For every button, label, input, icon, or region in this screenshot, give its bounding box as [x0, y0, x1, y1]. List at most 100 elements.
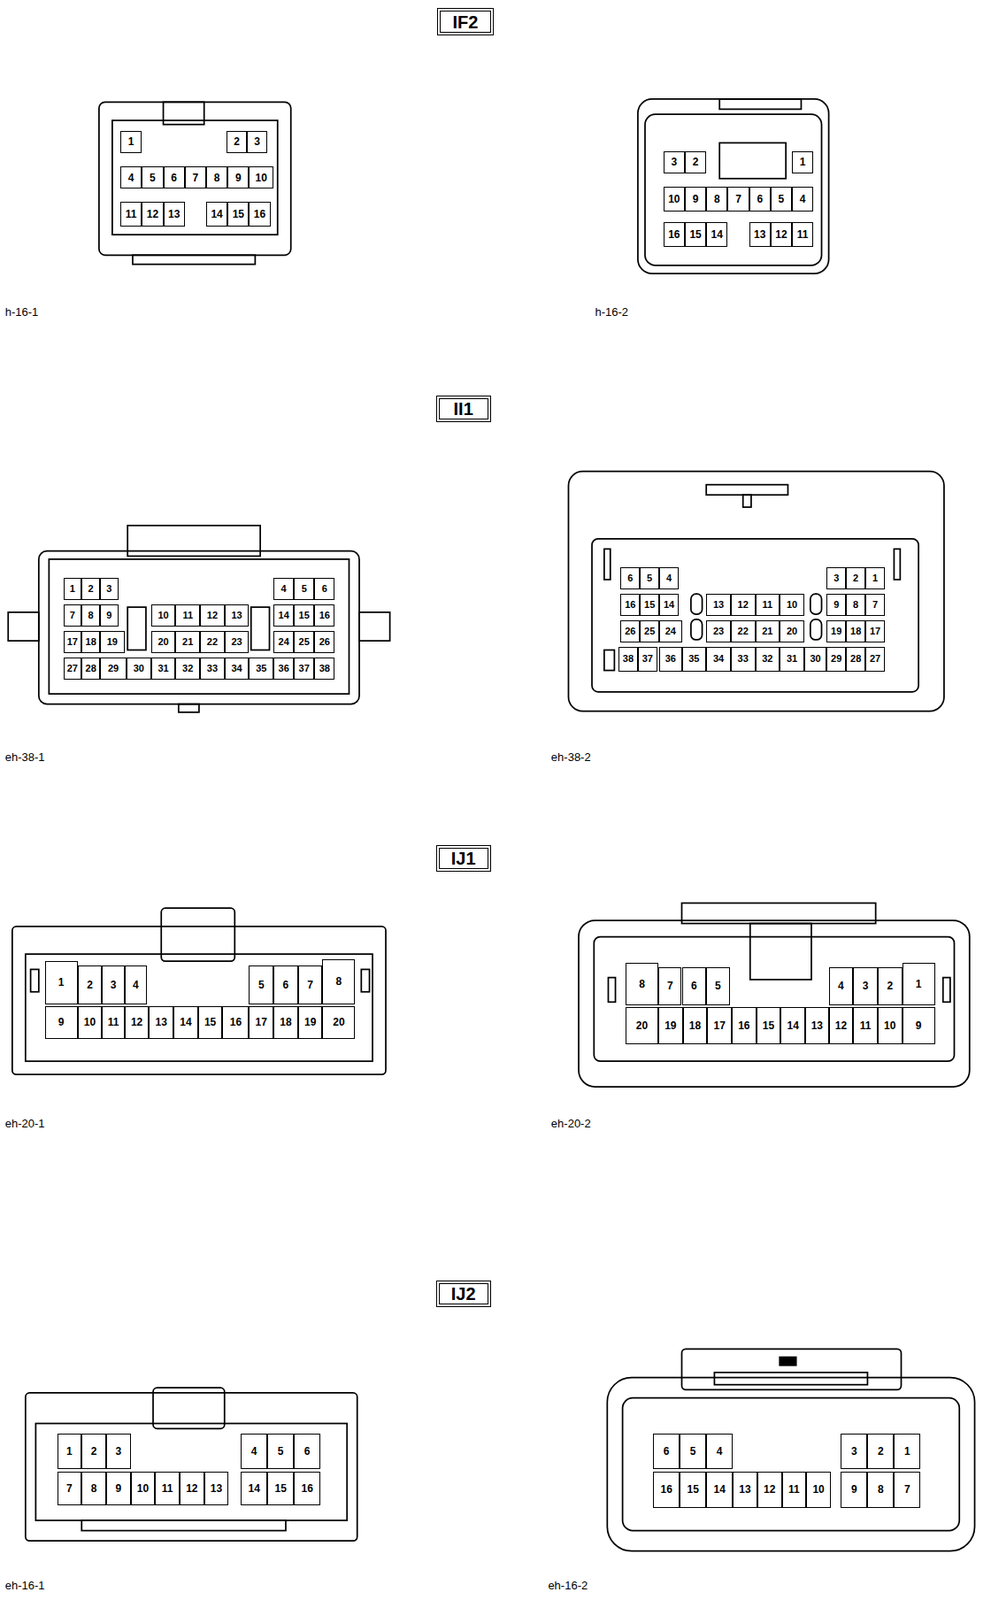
pin-number: 2	[77, 965, 103, 1005]
pin-number: 3	[101, 965, 124, 1005]
connector-housing	[578, 920, 970, 1087]
pin-number: 3	[840, 1433, 868, 1469]
connector-housing	[568, 471, 944, 712]
pin-number: 12	[730, 593, 756, 616]
housing-inner	[25, 953, 373, 1061]
housing-inner	[645, 114, 822, 266]
pin-number: 6	[620, 567, 640, 590]
pin-number: 15	[679, 1471, 707, 1509]
pin-number: 30	[126, 657, 152, 680]
housing-latch	[714, 1372, 868, 1385]
pin-number: 6	[293, 1433, 321, 1469]
pin-number: 9	[902, 1006, 936, 1045]
connector-housing	[12, 926, 386, 1075]
pin-number: 9	[227, 166, 249, 189]
connector-housing	[637, 99, 830, 274]
housing-rib	[361, 968, 369, 991]
housing-latch	[682, 1348, 902, 1390]
pin-number: 10	[663, 186, 685, 212]
housing-key	[750, 923, 812, 980]
connector-code: IF2	[453, 13, 479, 31]
housing-latch	[682, 902, 876, 923]
pin-number: 13	[224, 604, 250, 627]
pin-number: 15	[684, 222, 707, 247]
pin-number: 1	[45, 960, 78, 1004]
pin-number: 4	[120, 166, 142, 189]
pin-number: 12	[179, 1471, 205, 1506]
pin-number: 11	[154, 1471, 180, 1506]
connector-caption: eh-16-1	[5, 1579, 46, 1592]
pin-number: 11	[755, 593, 781, 616]
pin-number: 38	[618, 646, 638, 672]
pin-number: 1	[893, 1433, 921, 1469]
pin-number: 20	[151, 630, 177, 653]
housing-key	[719, 142, 786, 178]
pin-number: 6	[682, 967, 707, 1006]
connector-caption: eh-16-2	[547, 1579, 588, 1592]
housing-inner	[112, 120, 278, 235]
pin-number: 16	[652, 1471, 680, 1509]
pin-number: 15	[267, 1471, 294, 1506]
pin-number: 8	[322, 959, 355, 1005]
pin-number: 10	[248, 166, 274, 189]
housing-inner	[591, 538, 919, 692]
pin-number: 38	[314, 657, 335, 680]
pin-number: 27	[63, 657, 83, 680]
pin-number: 4	[124, 965, 147, 1005]
pin-number: 12	[757, 1471, 783, 1509]
pin-number: 7	[658, 967, 683, 1006]
connector-code-box: IF2	[437, 7, 495, 36]
pin-number: 13	[749, 222, 771, 247]
pin-number: 5	[293, 577, 315, 600]
pin-number: 6	[273, 965, 299, 1005]
connector-housing	[25, 1392, 358, 1541]
housing-tab	[7, 612, 39, 641]
pin-number: 14	[659, 593, 679, 616]
housing-rib	[30, 968, 39, 991]
pin-number: 29	[99, 657, 127, 680]
housing-rib	[604, 548, 611, 580]
pin-number: 3	[99, 577, 119, 600]
pin-number: 30	[804, 646, 827, 672]
pin-number: 5	[141, 166, 163, 189]
connector-code: IJ2	[451, 1284, 477, 1303]
pin-number: 9	[684, 186, 707, 212]
pin-number: 8	[81, 1471, 107, 1506]
pin-number: 28	[845, 646, 866, 672]
pin-number: 2	[684, 151, 707, 174]
housing-latch	[743, 494, 752, 508]
pin-number: 33	[730, 646, 756, 672]
pin-number: 15	[756, 1006, 782, 1045]
pin-number: 13	[805, 1006, 830, 1045]
pin-number: 8	[206, 166, 228, 189]
pin-number: 12	[141, 201, 163, 227]
pin-number: 3	[663, 151, 685, 174]
pin-number: 14	[206, 201, 228, 227]
pin-number: 16	[222, 1006, 249, 1039]
pin-number: 35	[248, 657, 274, 680]
pin-number: 37	[637, 646, 658, 672]
pin-number: 11	[120, 201, 142, 227]
pin-number: 36	[273, 657, 294, 680]
pin-number: 4	[659, 567, 679, 590]
housing-slot	[691, 619, 703, 640]
housing-latch	[706, 484, 788, 496]
pin-number: 10	[77, 1006, 103, 1039]
pin-number: 18	[81, 630, 100, 653]
pin-number: 20	[779, 620, 805, 643]
pin-number: 17	[865, 620, 885, 643]
connector-housing	[99, 101, 292, 255]
pin-number: 7	[184, 166, 207, 189]
housing-latch	[161, 907, 235, 961]
pin-number: 23	[706, 620, 731, 643]
pin-number: 16	[248, 201, 270, 227]
pin-number: 3	[106, 1433, 131, 1469]
pin-number: 36	[659, 646, 682, 672]
pin-number: 1	[63, 577, 83, 600]
pin-number: 14	[240, 1471, 268, 1506]
pin-number: 26	[314, 630, 335, 653]
pin-number: 37	[293, 657, 315, 680]
pin-number: 8	[81, 604, 100, 627]
pin-number: 12	[770, 222, 792, 247]
connector-caption: eh-38-2	[551, 751, 592, 764]
